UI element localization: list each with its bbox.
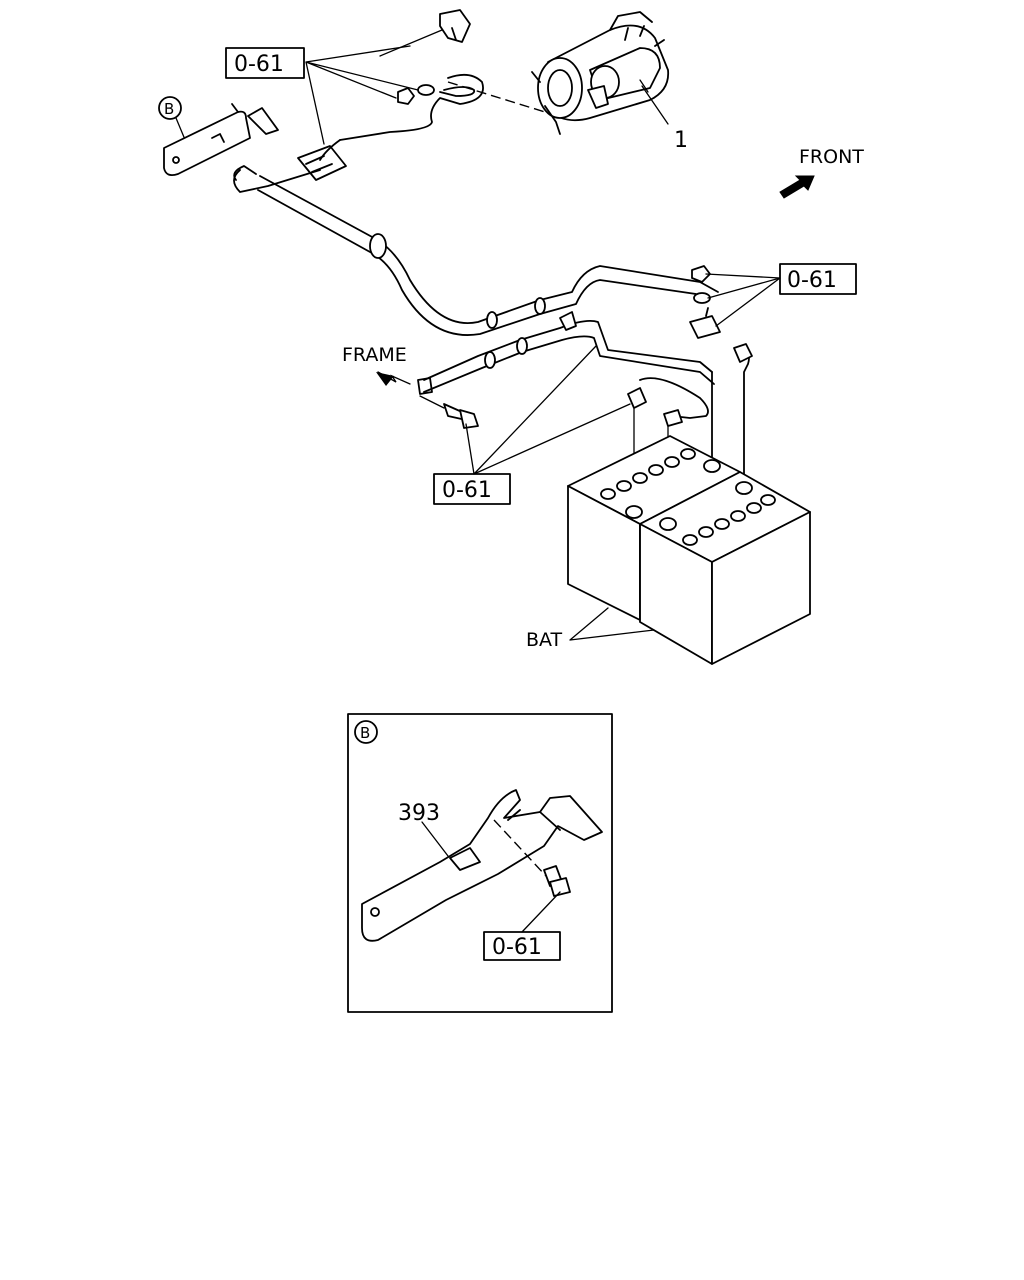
cable-grommet-3 — [534, 297, 546, 315]
leader-ref-top-left — [305, 45, 419, 145]
bracket-small — [163, 103, 279, 177]
leader-clip — [379, 29, 443, 57]
frame-arrow-icon — [376, 372, 394, 386]
frame-bolt — [419, 395, 479, 429]
label-battery: BAT — [526, 629, 563, 651]
harness-end-loop — [233, 169, 321, 193]
jumper-cable — [639, 377, 709, 419]
label-front: FRONT — [799, 146, 864, 168]
detail-b-panel: B — [347, 713, 613, 1013]
starter-motor — [531, 11, 670, 135]
svg-text:0-61: 0-61 — [492, 935, 542, 960]
main-cable-lower — [257, 189, 697, 336]
frame-terminal — [417, 377, 433, 395]
svg-text:0-61: 0-61 — [787, 268, 837, 293]
svg-text:0-61: 0-61 — [234, 52, 284, 77]
svg-text:B: B — [164, 100, 174, 118]
leader-ref-detail — [521, 891, 561, 933]
battery-clamp-left — [627, 387, 647, 409]
starter-cable-loop — [439, 86, 476, 97]
leader-battery — [569, 607, 655, 641]
callout-ref-right: 0-61 — [779, 263, 857, 295]
cable-grommet-2 — [486, 311, 498, 329]
callout-ref-detail: 0-61 — [483, 931, 561, 961]
harness-end-cap — [233, 165, 257, 181]
starter-cable-upper — [339, 73, 484, 141]
frame-cable-lower — [423, 335, 715, 393]
main-cable-upper — [259, 175, 719, 324]
battery-clamp-mid — [663, 409, 683, 427]
leader-ref-frame — [465, 345, 631, 475]
detail-marker-b: B — [158, 96, 182, 120]
detail-panel-marker: B — [360, 724, 370, 742]
terminal-cable-right — [739, 353, 750, 485]
leader-ref-right — [705, 273, 781, 327]
cable-grommet-4 — [484, 351, 496, 369]
callout-ref-frame: 0-61 — [433, 473, 511, 505]
svg-text:0-61: 0-61 — [442, 478, 492, 503]
leader-starter — [641, 85, 669, 125]
terminal-nut-right — [689, 265, 721, 339]
cable-grommet-5 — [516, 337, 528, 355]
part-number-starter: 1 — [674, 128, 688, 153]
cable-clip-top — [439, 9, 471, 43]
label-frame: FRAME — [342, 344, 407, 366]
leader-bracket — [421, 821, 449, 857]
harness-link — [319, 139, 341, 161]
front-arrow-icon — [779, 175, 815, 199]
part-number-bracket: 393 — [398, 801, 440, 826]
frame-cable-upper — [423, 319, 713, 381]
cable-grommet-1 — [369, 233, 387, 259]
battery-pair — [567, 435, 811, 665]
terminal-nut-top — [397, 84, 435, 105]
battery-clamp-right — [733, 343, 753, 363]
cable-clip-mid — [559, 311, 577, 331]
callout-ref-top-left: 0-61 — [225, 47, 305, 79]
